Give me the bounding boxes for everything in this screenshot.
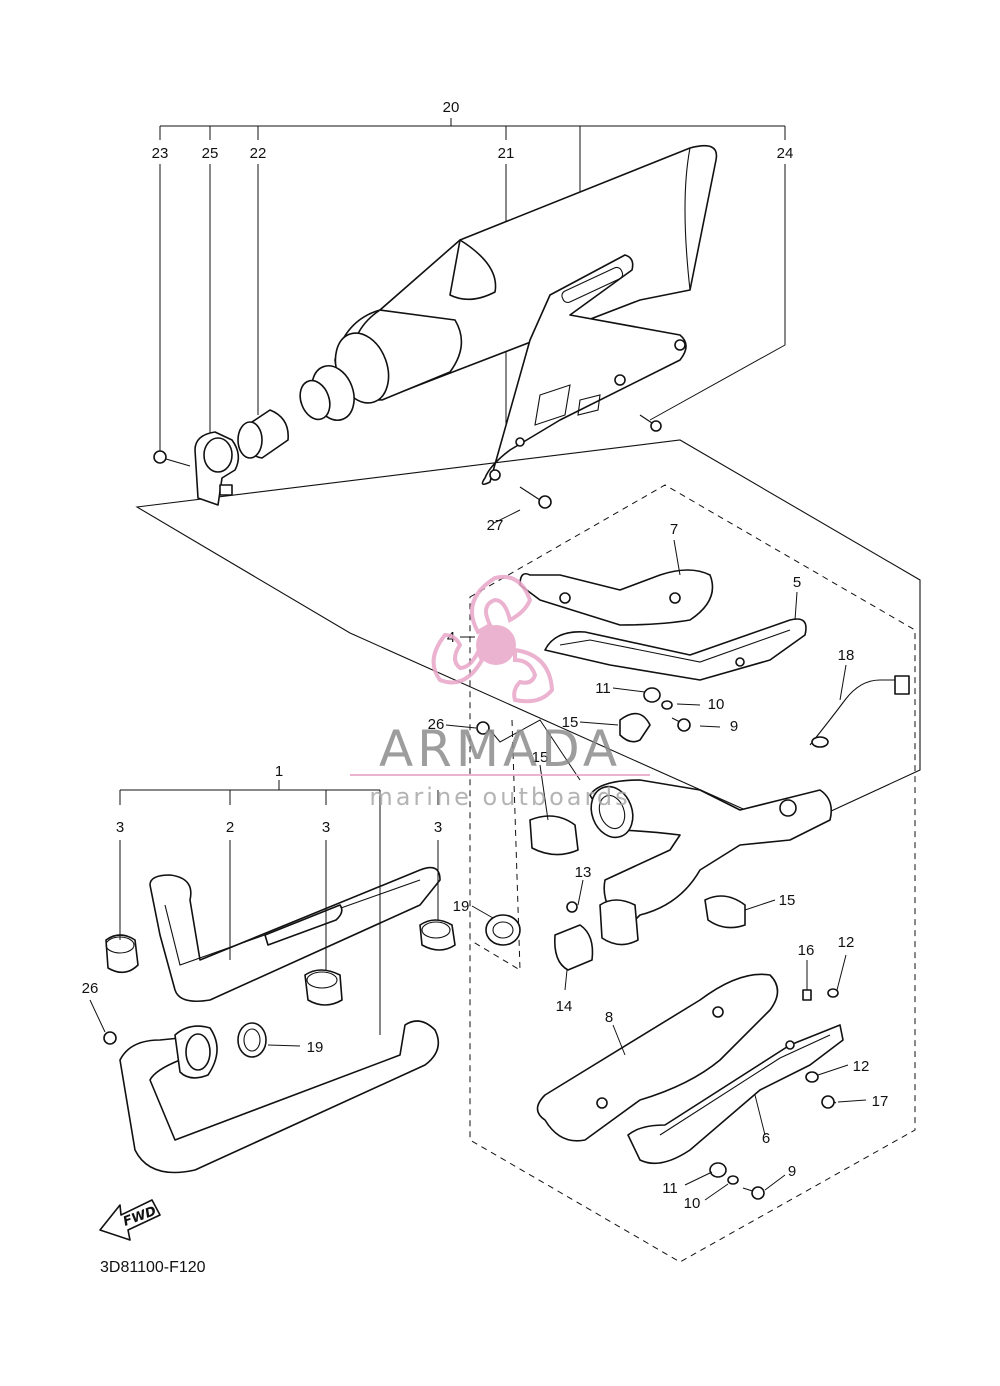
- callout-27: 27: [487, 517, 504, 534]
- callout-18: 18: [838, 647, 855, 664]
- exhaust-pipe-2: [149, 866, 441, 1003]
- callout-11-upper: 11: [595, 680, 611, 697]
- callout-3-right: 3: [434, 819, 442, 836]
- gasket-22: [237, 409, 289, 459]
- callout-15-right: 15: [779, 892, 796, 909]
- heat-protector-kit-outline: [469, 484, 916, 1263]
- inner-dashed-outline: [469, 719, 521, 971]
- armada-logo: ARMADA marine outboards: [350, 575, 650, 811]
- gasket-14: [553, 924, 594, 971]
- callout-17: 17: [872, 1093, 889, 1110]
- callout-23: 23: [152, 145, 169, 162]
- exhaust-pipe-1: [119, 1020, 440, 1174]
- protector-6: [627, 1024, 844, 1165]
- gasket-19-right: [485, 914, 521, 946]
- callout-26-left: 26: [82, 980, 99, 997]
- callout-13: 13: [575, 864, 592, 881]
- callout-24: 24: [777, 145, 794, 162]
- callout-14: 14: [556, 998, 573, 1015]
- gasket-19-left: [237, 1022, 267, 1058]
- watermark-tagline: marine outboards: [369, 783, 630, 811]
- muffler-bracket: [481, 254, 687, 486]
- callout-20: 20: [443, 99, 460, 116]
- callout-3-left: 3: [116, 819, 124, 836]
- callouts: 20 23 25 22 21 24 27 7 5 4 18 11 10 9 26…: [82, 99, 889, 1212]
- callout-5: 5: [793, 574, 801, 591]
- callout-2: 2: [226, 819, 234, 836]
- callout-10-upper: 10: [708, 696, 725, 713]
- muffler-assembly-outline: [135, 439, 921, 831]
- clamp-13-assembly: [566, 899, 639, 946]
- bolt-24: [639, 414, 662, 432]
- watermark-brand: ARMADA: [379, 720, 621, 778]
- callout-3-mid: 3: [322, 819, 330, 836]
- propeller-icon: [431, 575, 555, 704]
- callout-15-mid: 15: [532, 749, 549, 766]
- hardware-lower: [709, 988, 839, 1200]
- callout-11-lower: 11: [662, 1180, 678, 1197]
- callout-21: 21: [498, 145, 515, 162]
- callout-12-top: 12: [838, 934, 855, 951]
- callout-8: 8: [605, 1009, 613, 1026]
- callout-7: 7: [670, 521, 678, 538]
- callout-19-left: 19: [307, 1039, 324, 1056]
- protector-7: [519, 569, 714, 626]
- callout-22: 22: [250, 145, 267, 162]
- sensor-18: [809, 675, 910, 748]
- callout-16: 16: [798, 942, 815, 959]
- clamps-3: [105, 919, 456, 1006]
- callout-19-right: 19: [453, 898, 470, 915]
- callout-26-top: 26: [428, 716, 445, 733]
- part-code: 3D81100-F120: [100, 1259, 206, 1276]
- muffler: [299, 144, 718, 421]
- callout-10-lower: 10: [684, 1195, 701, 1212]
- nut-26-top: [476, 721, 490, 735]
- callout-1: 1: [275, 763, 283, 780]
- protector-5: [544, 618, 807, 681]
- clamp-25: [194, 431, 240, 506]
- callout-25: 25: [202, 145, 219, 162]
- callout-9-upper: 9: [730, 718, 738, 735]
- y-joint-pipe: [589, 779, 833, 931]
- protector-8: [536, 973, 779, 1142]
- forward-arrow-icon: FWD: [99, 1199, 161, 1241]
- callout-12-bottom: 12: [853, 1058, 870, 1075]
- joint-link: [489, 719, 581, 781]
- callout-15-top: 15: [562, 714, 579, 731]
- hardware-9-10-11-upper: [643, 687, 691, 732]
- bolt-27: [519, 486, 552, 509]
- clamps-15: [529, 712, 746, 929]
- callout-6: 6: [762, 1130, 770, 1147]
- bolt-23: [153, 450, 191, 467]
- nut-26-left: [103, 1031, 117, 1045]
- callout-9-lower: 9: [788, 1163, 796, 1180]
- leader-lines: [89, 509, 867, 1201]
